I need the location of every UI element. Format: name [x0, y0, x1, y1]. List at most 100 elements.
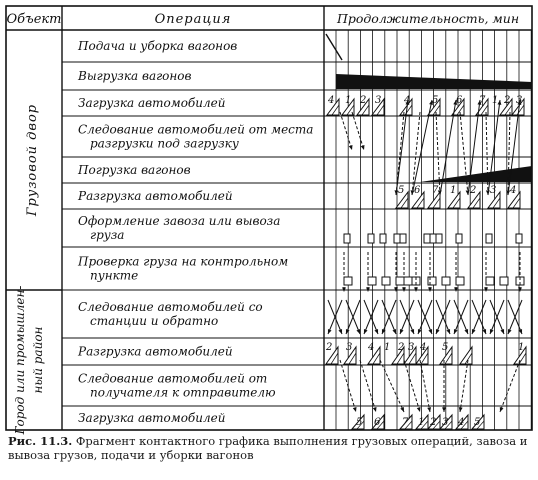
vehicle-number: 2 [359, 95, 366, 106]
transfer-arrow [395, 111, 405, 196]
city-loading-triangle-hatch [356, 420, 365, 430]
vehicle-number: 3 [346, 342, 352, 353]
loading-triangle [341, 97, 355, 116]
vehicle-number: 2 [397, 342, 404, 353]
object-label-city-area-line2: ный район [31, 326, 45, 393]
station-arrow [399, 299, 415, 335]
city-transfer-arrow [459, 359, 469, 413]
caption-text: Фрагмент контактного графика выполнения … [8, 434, 528, 462]
station-arrow-head [327, 329, 332, 334]
operation-label: Следование автомобилей от [78, 372, 267, 386]
document-box [393, 233, 401, 244]
operation-label: груза [90, 228, 124, 242]
city-transfer-arrow [499, 359, 521, 413]
loading-triangle-hatch [456, 104, 465, 116]
vehicle-number: 1 [450, 185, 456, 196]
city-transfer-arrow [419, 359, 431, 413]
operation-label: Разгрузка автомобилей [77, 345, 233, 359]
transfer-arrow [507, 111, 511, 196]
city-loading-triangle [350, 413, 365, 430]
city-unloading-triangle [439, 345, 453, 365]
city-unloading-triangle-hatch [444, 352, 453, 365]
station-arrow [489, 299, 505, 335]
station-arrow [327, 299, 343, 335]
station-arrow [471, 299, 487, 335]
transfer-arrow [351, 111, 365, 151]
vehicle-number: 1 [492, 95, 498, 106]
unloading-triangle-hatch [512, 197, 521, 209]
loading-triangle-hatch [504, 104, 513, 116]
schedule-marks [325, 33, 532, 430]
station-arrow [435, 299, 451, 335]
document-box [435, 233, 443, 244]
document-box [399, 233, 407, 244]
city-transfer-arrow [403, 359, 421, 413]
control-link-arrow-head [366, 287, 370, 292]
vehicle-number: 1 [384, 342, 390, 353]
loading-triangle [371, 97, 385, 116]
document-box [379, 233, 387, 244]
city-transfer-arrow-head [427, 407, 432, 412]
control-point-box [395, 276, 405, 286]
station-arrow-head [500, 329, 505, 334]
city-unloading-triangle-hatch [464, 352, 473, 365]
station-arrow-head [428, 329, 433, 334]
vehicle-number: 4 [419, 342, 426, 353]
station-arrow-head [482, 329, 487, 334]
station-arrow-head [381, 329, 386, 334]
transfer-arrow-head [360, 145, 365, 150]
operation-label: Разгрузка автомобилей [77, 189, 233, 203]
control-link-arrow-head [454, 287, 458, 292]
object-label-city-area-line1: Город или промышлен- [13, 286, 27, 436]
return-arrow [411, 99, 433, 196]
document-box [515, 233, 523, 244]
control-link-arrow-head [484, 287, 488, 292]
return-arrow [395, 99, 409, 196]
station-arrow [363, 299, 379, 335]
city-transfer-arrow-head [400, 407, 404, 412]
city-loading-triangle-hatch [432, 420, 441, 430]
city-loading-triangle [370, 413, 385, 430]
vehicle-number: 5 [398, 185, 404, 196]
vehicle-number: 4 [403, 95, 410, 106]
operation-label: Подача и уборка вагонов [77, 39, 237, 53]
city-transfer-arrow-head [458, 407, 463, 412]
city-loading-triangle [398, 413, 413, 430]
city-unloading-triangle [415, 345, 429, 365]
transfer-arrow [459, 111, 469, 196]
vehicle-number: 3 [442, 417, 448, 428]
unloading-triangle [427, 190, 441, 209]
city-transfer-arrow-head [352, 407, 357, 412]
city-unloading-triangle [459, 345, 473, 365]
vehicle-number: 3 [408, 342, 414, 353]
station-arrow [345, 299, 361, 335]
city-unloading-triangle [513, 345, 527, 365]
unloading-triangle-hatch [472, 197, 481, 209]
return-arrow-head [405, 100, 410, 105]
control-link-arrow-head [518, 287, 522, 292]
city-unloading-triangle [343, 345, 357, 365]
return-arrow-head [497, 100, 502, 105]
city-transfer-arrow-head [416, 407, 421, 412]
station-arrow-head [399, 329, 404, 334]
unloading-triangle-hatch [400, 197, 409, 209]
unloading-triangle-hatch [452, 197, 461, 209]
vehicle-number: 2 [503, 95, 510, 106]
control-link-arrow-head [414, 287, 418, 292]
document-box [343, 233, 351, 244]
operation-label: станции и обратно [90, 314, 218, 328]
city-unloading-triangle [367, 345, 381, 365]
loading-triangle [356, 97, 370, 116]
city-transfer-arrow-head [372, 407, 377, 412]
operation-label: Проверка груза на контрольном [77, 255, 288, 269]
unloading-triangle-hatch [416, 197, 425, 209]
station-arrow-head [417, 329, 422, 334]
unloading-triangle [447, 190, 461, 209]
vehicle-number: 3 [375, 95, 381, 106]
return-arrow-head [429, 100, 433, 105]
vehicle-number: 4 [367, 342, 374, 353]
vehicle-number: 5 [442, 342, 448, 353]
city-unloading-triangle-hatch [396, 352, 405, 365]
control-link-arrow-head [394, 287, 398, 292]
